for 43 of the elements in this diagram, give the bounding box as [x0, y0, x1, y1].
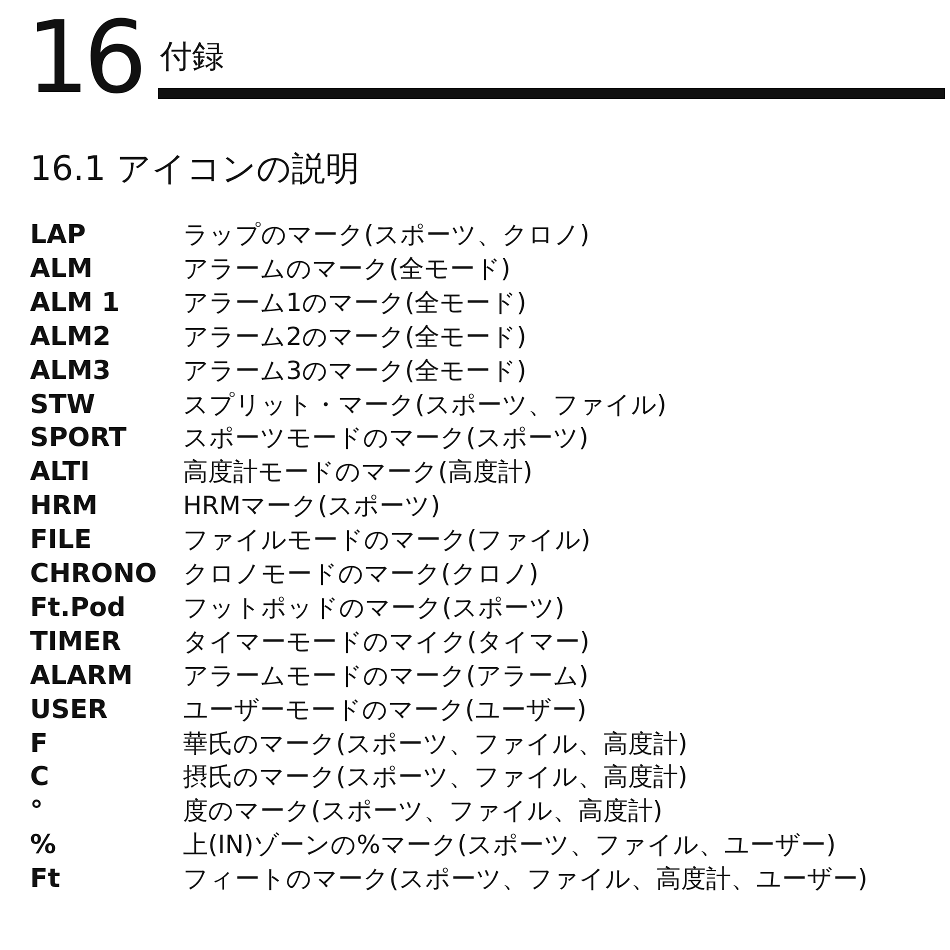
icon-code: USER	[30, 696, 108, 723]
icon-description: フットポッドのマーク(スポーツ)	[183, 594, 565, 620]
chapter-title: 付録	[160, 40, 224, 72]
icon-description: スプリット・マーク(スポーツ、ファイル)	[183, 392, 667, 416]
icon-code: LAP	[30, 222, 86, 248]
icon-code: ALM 1	[30, 290, 120, 316]
icon-description: 度のマーク(スポーツ、ファイル、高度計)	[183, 798, 663, 824]
icon-description: ラップのマーク(スポーツ、クロノ)	[183, 222, 590, 247]
icon-code: CHRONO	[30, 561, 157, 587]
icon-code: C	[30, 764, 50, 790]
icon-description: クロノモードのマーク(クロノ)	[183, 561, 539, 586]
icon-code: ALTI	[30, 459, 90, 486]
icon-description: アラームモードのマーク(アラーム)	[183, 662, 589, 688]
icon-code: ALM	[30, 256, 93, 282]
chapter-number: 16	[26, 8, 142, 108]
icon-code: F	[30, 730, 48, 756]
icon-code: Ft	[30, 866, 60, 892]
icon-description: 摂氏のマーク(スポーツ、ファイル、高度計)	[183, 764, 688, 790]
icon-description: アラーム1のマーク(全モード)	[183, 290, 526, 315]
icon-description: 華氏のマーク(スポーツ、ファイル、高度計)	[183, 730, 688, 756]
icon-code: SPORT	[30, 425, 126, 452]
icon-code: FILE	[30, 527, 92, 554]
icon-code: °	[30, 798, 43, 824]
icon-code: ALM2	[30, 324, 111, 350]
icon-description: アラーム2のマーク(全モード)	[183, 324, 526, 349]
icon-code: Ft.Pod	[30, 594, 126, 621]
icon-description: HRMマーク(スポーツ)	[183, 493, 440, 518]
icon-description: タイマーモードのマイク(タイマー)	[183, 628, 590, 654]
icon-description: スポーツモードのマーク(スポーツ)	[183, 425, 589, 450]
icon-description: 高度計モードのマーク(高度計)	[183, 459, 533, 484]
icon-code: ALARM	[30, 662, 133, 689]
icon-description: アラーム3のマーク(全モード)	[183, 358, 526, 383]
icon-description: フィートのマーク(スポーツ、ファイル、高度計、ユーザー)	[183, 866, 868, 892]
icon-description: アラームのマーク(全モード)	[183, 256, 511, 281]
icon-code: ALM3	[30, 358, 111, 384]
icon-code: %	[30, 832, 56, 858]
section-heading: 16.1 アイコンの説明	[30, 152, 360, 186]
icon-code: STW	[30, 392, 96, 418]
icon-description: ユーザーモードのマーク(ユーザー)	[183, 696, 587, 722]
icon-description: 上(IN)ゾーンの%マーク(スポーツ、ファイル、ユーザー)	[183, 832, 836, 858]
icon-code: TIMER	[30, 628, 122, 655]
icon-code: HRM	[30, 493, 98, 520]
icon-description: ファイルモードのマーク(ファイル)	[183, 527, 591, 552]
